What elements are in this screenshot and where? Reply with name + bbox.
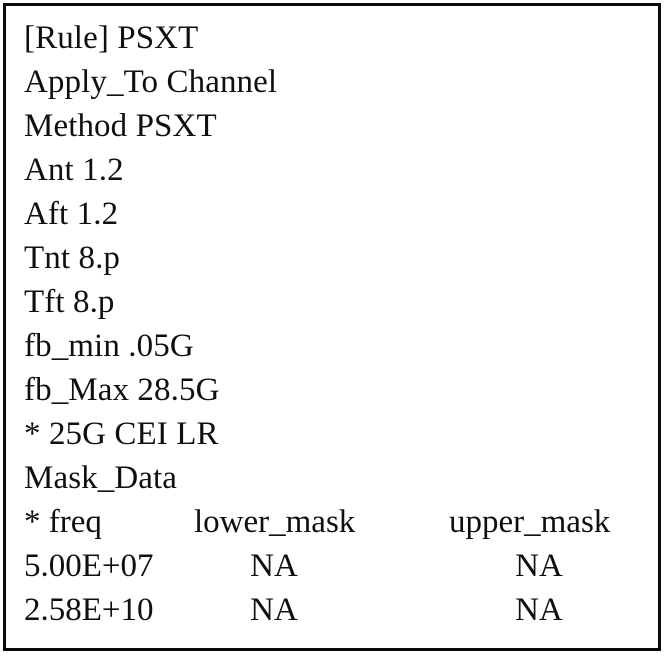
mask-table-header-row: * freq lower_mask upper_mask [24, 500, 652, 544]
rule-text-lines: [Rule] PSXT Apply_To Channel Method PSXT… [24, 16, 652, 632]
mask-table-cell-upper-mask: NA [515, 592, 563, 628]
mask-table-row: 2.58E+10 NA NA [24, 588, 652, 632]
mask-table-row: 5.00E+07 NA NA [24, 544, 652, 588]
rule-line-comment-25g-cei-lr: * 25G CEI LR [24, 416, 219, 452]
rule-line-fb-max: fb_Max 28.5G [24, 372, 220, 408]
mask-table-cell-lower-mask: NA [250, 548, 298, 584]
rule-line-fb-min: fb_min .05G [24, 328, 194, 364]
mask-table-cell-lower-mask: NA [250, 592, 298, 628]
rule-line-mask-data: Mask_Data [24, 460, 178, 496]
mask-table-header-lower-mask: lower_mask [194, 504, 356, 540]
mask-table-cell-upper-mask: NA [515, 548, 563, 584]
mask-table-cell-freq: 5.00E+07 [24, 548, 154, 584]
rule-line-method: Method PSXT [24, 108, 217, 144]
rule-line-tft: Tft 8.p [24, 284, 115, 320]
rule-line-tnt: Tnt 8.p [24, 240, 121, 276]
mask-table-header-freq: * freq [24, 504, 102, 540]
rule-line-rule-psxt: [Rule] PSXT [24, 20, 199, 56]
mask-table-cell-freq: 2.58E+10 [24, 592, 154, 628]
rule-line-apply-to: Apply_To Channel [24, 64, 278, 100]
rule-definition-panel: [Rule] PSXT Apply_To Channel Method PSXT… [3, 3, 661, 651]
mask-table-header-upper-mask: upper_mask [449, 504, 611, 540]
rule-line-aft: Aft 1.2 [24, 196, 119, 232]
rule-line-ant: Ant 1.2 [24, 152, 124, 188]
